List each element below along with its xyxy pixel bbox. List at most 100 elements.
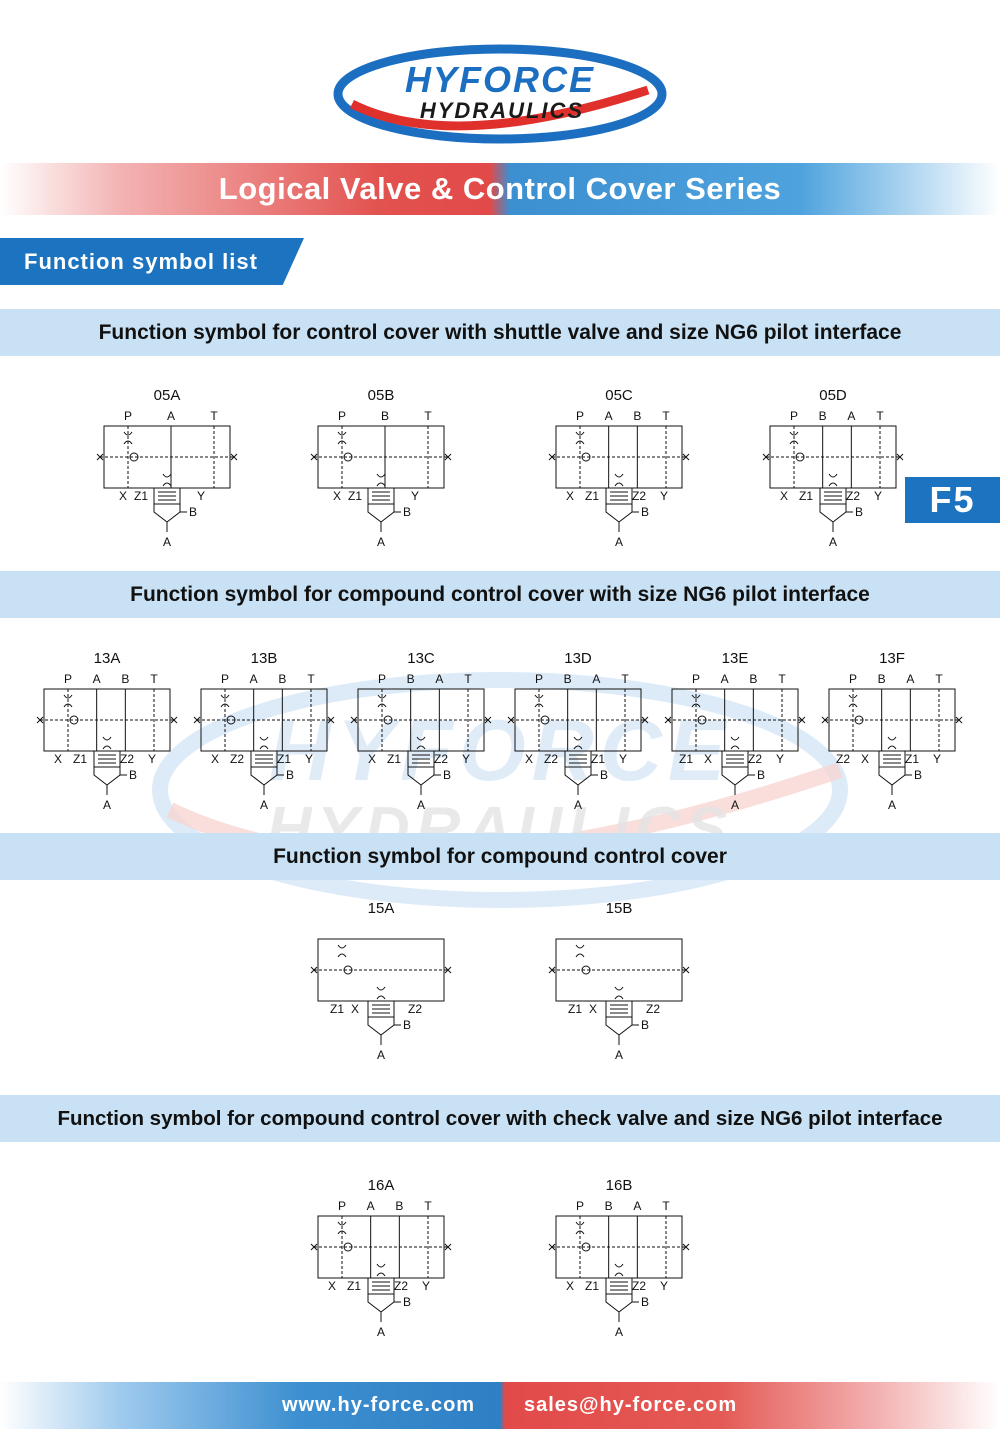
bottom-port-label: Z2 xyxy=(632,1279,646,1293)
bottom-port-label: Z1 xyxy=(347,1279,361,1293)
bottom-port-label: X xyxy=(780,489,788,503)
bottom-port-label: Z2 xyxy=(230,752,244,766)
valve-ball xyxy=(581,452,591,462)
footer-email[interactable]: sales@hy-force.com xyxy=(524,1394,738,1416)
spring xyxy=(569,754,587,764)
valve-ball xyxy=(540,715,550,725)
bottom-port-label: X xyxy=(861,752,869,766)
bottom-port-label: X xyxy=(368,752,376,766)
bottom-port-label: Y xyxy=(933,752,941,766)
port-plug-mark xyxy=(170,716,178,724)
footer-website[interactable]: www.hy-force.com xyxy=(282,1394,476,1416)
port-plug-mark xyxy=(821,716,829,724)
top-port-label: P xyxy=(221,672,229,686)
bottom-port-label: Z1 xyxy=(387,752,401,766)
port-plug-mark xyxy=(955,716,963,724)
bottom-port-label: Z2 xyxy=(408,1002,422,1016)
port-plug-mark xyxy=(682,1243,690,1251)
top-port-label: B xyxy=(395,1199,403,1213)
orifice-mark xyxy=(123,431,133,445)
bottom-port-label: Z2 xyxy=(544,752,558,766)
bottom-port-label: X xyxy=(333,489,341,503)
valve-ball xyxy=(581,1242,591,1252)
top-port-label: A xyxy=(906,672,914,686)
top-port-label: P xyxy=(576,409,584,423)
valve-ball xyxy=(383,715,393,725)
bottom-port-label: Z1 xyxy=(330,1002,344,1016)
spring xyxy=(610,1281,628,1291)
orifice-mark xyxy=(614,986,624,1000)
section-tab xyxy=(0,238,304,285)
valve-ball xyxy=(343,1242,353,1252)
top-port-label: T xyxy=(662,1199,670,1213)
valve-ball xyxy=(226,715,236,725)
bottom-port-label: Z1 xyxy=(799,489,813,503)
top-port-label: B xyxy=(564,672,572,686)
poppet-valve xyxy=(605,1293,633,1313)
outlet-port-label: A xyxy=(417,798,425,812)
bottom-port-label: Z1 xyxy=(585,1279,599,1293)
top-port-label: P xyxy=(124,409,132,423)
symbol-code-label: 16B xyxy=(606,1177,633,1194)
top-port-label: P xyxy=(576,1199,584,1213)
symbol-code-label: 13D xyxy=(564,650,592,667)
orifice-mark xyxy=(789,431,799,445)
orifice-mark xyxy=(730,736,740,750)
bottom-port-label: Z2 xyxy=(394,1279,408,1293)
valve-ball xyxy=(343,452,353,462)
port-plug-mark xyxy=(896,453,904,461)
port-plug-mark xyxy=(350,716,358,724)
outlet-port-label: A xyxy=(731,798,739,812)
banner-title: Logical Valve & Control Cover Series xyxy=(218,171,782,206)
orifice-mark xyxy=(377,694,387,708)
logo-name-top: HYFORCE xyxy=(405,59,595,100)
side-port-label: B xyxy=(855,505,863,519)
symbol-code-label: 13C xyxy=(407,650,435,667)
symbol-code-label: 13E xyxy=(722,650,749,667)
section-title-check-valve: Function symbol for compound control cov… xyxy=(0,1095,1000,1142)
bottom-port-label: Z1 xyxy=(905,752,919,766)
orifice-mark xyxy=(614,1263,624,1277)
top-port-label: B xyxy=(633,409,641,423)
logo-name-bottom: HYDRAULICS xyxy=(420,98,584,123)
outlet-port-label: A xyxy=(163,535,171,549)
poppet-valve xyxy=(605,503,633,523)
top-port-label: T xyxy=(876,409,884,423)
port-plug-mark xyxy=(193,716,201,724)
bottom-port-label: Y xyxy=(776,752,784,766)
outlet-port-label: A xyxy=(615,1048,623,1062)
port-plug-mark xyxy=(327,716,335,724)
orifice-mark xyxy=(416,736,426,750)
side-port-label: B xyxy=(403,1295,411,1309)
outlet-port-label: A xyxy=(888,798,896,812)
valve-ball xyxy=(69,715,79,725)
bottom-port-label: Y xyxy=(422,1279,430,1293)
orifice-mark xyxy=(376,986,386,1000)
symbol-code-label: 05B xyxy=(368,387,395,404)
orifice-mark xyxy=(828,473,838,487)
orifice-mark xyxy=(376,1263,386,1277)
side-port-label: B xyxy=(443,768,451,782)
port-plug-mark xyxy=(548,966,556,974)
poppet-valve xyxy=(605,1016,633,1036)
bottom-port-label: Z2 xyxy=(120,752,134,766)
orifice-mark xyxy=(614,473,624,487)
bottom-port-label: X xyxy=(328,1279,336,1293)
spring xyxy=(824,491,842,501)
poppet-valve xyxy=(407,766,435,786)
symbol-code-label: 05C xyxy=(605,387,633,404)
outlet-port-label: A xyxy=(615,1325,623,1339)
section-title-compound-ng6: Function symbol for compound control cov… xyxy=(0,571,1000,618)
outlet-port-label: A xyxy=(829,535,837,549)
top-port-label: P xyxy=(338,1199,346,1213)
outlet-port-label: A xyxy=(615,535,623,549)
orifice-mark xyxy=(337,431,347,445)
orifice-mark xyxy=(337,1221,347,1235)
bottom-port-label: Z2 xyxy=(846,489,860,503)
